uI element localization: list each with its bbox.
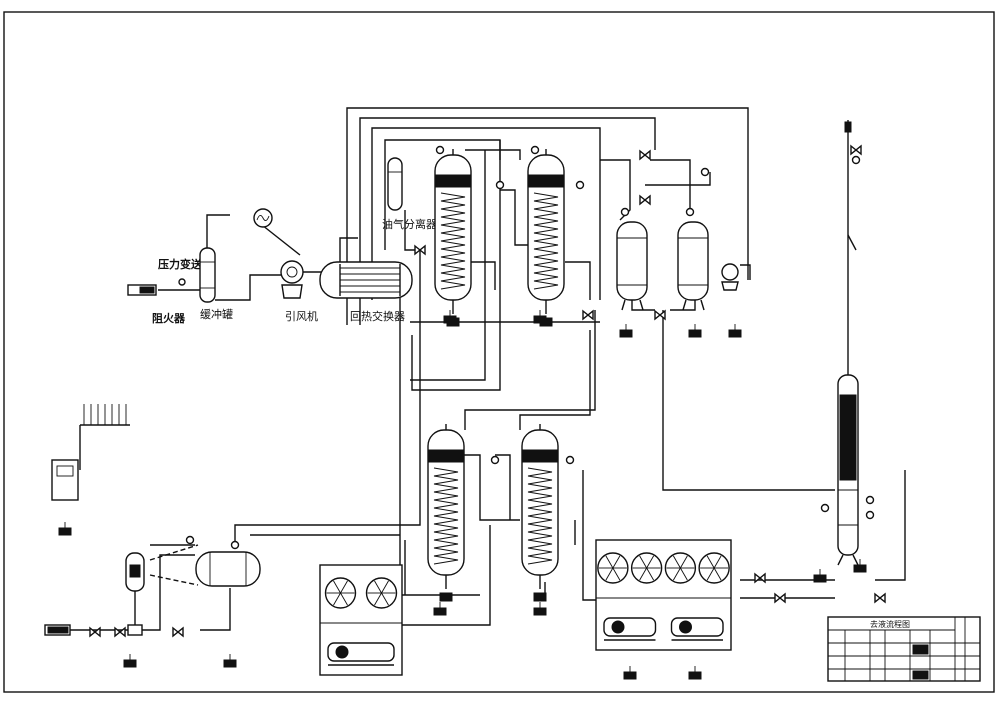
tag-block xyxy=(533,607,547,616)
gauge-icon xyxy=(865,495,875,505)
condenser-unit-1 xyxy=(319,564,403,676)
title-block xyxy=(827,616,981,682)
tag-block xyxy=(443,315,457,324)
flame-arrester xyxy=(127,284,157,296)
signal-wires xyxy=(80,404,130,426)
horizontal-receiver xyxy=(195,551,261,587)
valve-icon xyxy=(89,626,101,638)
tag-block xyxy=(853,564,867,573)
valve-icon xyxy=(850,144,862,156)
label-flame-arrester: 阻火器 xyxy=(152,311,186,325)
vent-cap xyxy=(844,121,852,133)
title-block-title: 去液流程图 xyxy=(870,619,910,629)
receiver-tank-1 xyxy=(616,221,648,311)
gauge-icon xyxy=(565,455,575,465)
absorption-tower xyxy=(837,374,859,566)
valve-icon xyxy=(874,592,886,604)
tag-block xyxy=(688,329,702,338)
valve-icon xyxy=(114,626,126,638)
condenser-unit-2 xyxy=(595,539,732,651)
receiver-tank-2 xyxy=(677,221,709,311)
drawing-border xyxy=(3,11,995,693)
gauge-icon xyxy=(185,535,195,545)
label-induced-fan: 引风机 xyxy=(285,309,318,323)
tag-block xyxy=(623,671,637,680)
gauge-icon xyxy=(851,155,861,165)
induced-fan xyxy=(280,260,304,299)
valve-icon xyxy=(774,592,786,604)
coil-column-2 xyxy=(527,149,565,327)
gauge-icon xyxy=(575,180,585,190)
oil-gas-separator xyxy=(387,157,403,211)
tag-block xyxy=(533,315,547,324)
valve-icon xyxy=(172,626,184,638)
label-recuperative-exchanger: 回热交换器 xyxy=(350,309,405,323)
control-cabinet xyxy=(51,459,79,501)
buffer-tank xyxy=(199,247,216,303)
gauge-icon xyxy=(620,207,630,217)
gauge-icon xyxy=(490,455,500,465)
coil-column-4 xyxy=(521,424,559,602)
piping xyxy=(45,107,906,631)
transfer-pump xyxy=(721,263,739,291)
gauge-icon xyxy=(865,510,875,520)
check-valve xyxy=(847,234,857,251)
label-buffer-tank: 缓冲罐 xyxy=(200,307,233,321)
gauge-icon xyxy=(495,180,505,190)
tag-block xyxy=(58,527,72,536)
tag-block xyxy=(223,659,237,668)
coil-column-1 xyxy=(434,149,472,327)
recuperative-exchanger xyxy=(319,261,413,299)
coil-column-3 xyxy=(427,424,465,602)
label-oil-gas-separator: 油气分离器 xyxy=(382,217,437,231)
gauge-icon xyxy=(230,540,240,550)
valve-icon xyxy=(654,309,666,321)
tag-block xyxy=(433,607,447,616)
valve-icon xyxy=(754,572,766,584)
vertical-pump-unit xyxy=(125,552,145,636)
tag-block xyxy=(728,329,742,338)
coil-columns xyxy=(427,149,565,602)
gauge-icon xyxy=(700,167,710,177)
valve-icon xyxy=(639,149,651,161)
gauge-icon xyxy=(685,207,695,217)
condenser-units xyxy=(319,539,732,676)
valve-icon xyxy=(639,194,651,206)
tag-block xyxy=(688,671,702,680)
tag-block xyxy=(619,329,633,338)
gauge-icon xyxy=(820,503,830,513)
valve-icon xyxy=(414,244,426,256)
inlet-filter-core xyxy=(47,626,69,634)
instruments xyxy=(58,144,886,680)
pressure-transmitter-symbol xyxy=(178,278,186,286)
tag-block xyxy=(123,659,137,668)
valve-icon xyxy=(582,309,594,321)
gauge-icon xyxy=(435,145,445,155)
gauge-icon xyxy=(530,145,540,155)
heater-wave xyxy=(256,215,270,221)
tag-block xyxy=(813,574,827,583)
